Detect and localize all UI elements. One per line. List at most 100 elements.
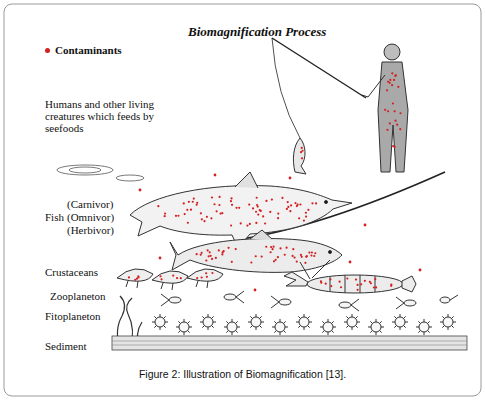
contaminant-dot <box>200 254 202 256</box>
contaminant-dot <box>399 112 401 114</box>
zooplankton <box>279 299 291 305</box>
phytoplankton <box>261 322 264 323</box>
contaminant-dot <box>218 249 220 251</box>
fishing-rod <box>272 38 366 138</box>
contaminant-dot <box>221 253 223 255</box>
contaminant-dot <box>183 202 185 204</box>
zooplankton <box>236 291 244 297</box>
contaminant-dot <box>246 225 248 227</box>
dolphin-figure <box>325 201 328 204</box>
contaminant-dot <box>235 207 237 209</box>
contaminant-dot <box>210 217 212 219</box>
contaminant-dot <box>128 276 130 278</box>
phytoplankton <box>212 326 214 328</box>
contaminant-dot <box>192 201 194 203</box>
contaminant-dot <box>340 286 342 288</box>
contaminant-dot <box>386 89 388 91</box>
phytoplankton <box>155 317 165 327</box>
phytoplankton <box>251 317 261 327</box>
phytoplankton <box>424 319 425 322</box>
contaminant-dot <box>157 205 159 207</box>
contaminant-dot <box>207 249 209 251</box>
contaminant-dot <box>209 251 211 253</box>
contaminant-dot <box>277 213 279 215</box>
phytoplankton <box>274 331 276 333</box>
fisherman-figure <box>362 44 408 172</box>
phytoplankton <box>208 314 209 317</box>
contaminant-dot <box>227 247 229 249</box>
zooplankton <box>339 302 351 308</box>
phytoplankton <box>274 321 276 323</box>
phytoplankton <box>176 327 179 328</box>
organism-label: Crustaceans <box>45 266 98 278</box>
contaminant-dot <box>397 86 399 88</box>
phytoplankton <box>440 322 443 323</box>
trophic-label: (Carnivor) <box>67 198 113 210</box>
phytoplankton <box>370 321 372 323</box>
phytoplankton <box>448 314 449 317</box>
phytoplankton <box>164 326 166 328</box>
phytoplankton <box>284 321 286 323</box>
phytoplankton <box>419 322 429 332</box>
zooplankton <box>396 297 404 303</box>
contaminant-dot <box>306 255 308 257</box>
contaminant-dot <box>208 255 210 257</box>
contaminant-dot <box>298 217 300 219</box>
contaminant-dot <box>240 222 242 224</box>
lobster-figure <box>284 260 416 293</box>
contaminant-dot <box>301 147 303 149</box>
phytoplankton <box>333 327 336 328</box>
contaminant-dot <box>256 197 258 199</box>
contaminant-dot <box>293 256 295 258</box>
phytoplankton <box>352 314 353 317</box>
phytoplankton <box>165 322 168 323</box>
contaminant-dot <box>373 286 375 288</box>
contaminant-dot <box>238 207 240 209</box>
dolphin-figure <box>130 172 352 248</box>
phytoplankton <box>322 331 324 333</box>
contaminant-dot <box>296 260 298 262</box>
trophic-label: (Omnivor) <box>67 211 114 223</box>
phytoplankton <box>376 332 377 335</box>
phytoplankton <box>184 319 185 322</box>
phytoplankton <box>164 316 166 318</box>
contaminant-dot <box>307 209 309 211</box>
contaminant-dot <box>203 220 205 222</box>
contaminant-dot <box>273 260 275 262</box>
contaminant-dot <box>210 255 212 257</box>
lobster-figure <box>284 272 308 286</box>
contaminant-dot <box>205 272 207 274</box>
phytoplankton <box>394 316 396 318</box>
phytoplankton <box>428 321 430 323</box>
phytoplankton <box>284 331 286 333</box>
contaminant-dot <box>374 278 376 280</box>
omnivore-fish <box>170 239 342 273</box>
phytoplankton <box>442 316 444 318</box>
phytoplankton <box>236 321 238 323</box>
contaminant-dot <box>289 177 292 180</box>
contaminant-dot <box>176 277 178 279</box>
zooplankton <box>161 291 458 311</box>
contaminant-dot <box>196 204 198 206</box>
phytoplankton <box>346 316 348 318</box>
phytoplankton <box>285 327 288 328</box>
phytoplankton <box>272 327 275 328</box>
contaminant-dot <box>211 258 213 260</box>
trophic-label: (Herbivor) <box>67 224 114 236</box>
contaminant-dot <box>177 215 179 217</box>
contaminant-dot <box>389 79 391 81</box>
phytoplankton <box>184 332 185 335</box>
contaminant-dot <box>265 200 267 202</box>
contaminant-dot <box>187 222 189 224</box>
phytoplankton <box>443 317 453 327</box>
phytoplankton <box>296 322 299 323</box>
lobster-figure <box>375 276 376 292</box>
contaminant-dot <box>196 253 198 255</box>
contaminant-dot <box>391 84 393 86</box>
zooplankton <box>271 302 279 308</box>
zooplankton <box>224 294 236 300</box>
contaminant-dot <box>399 128 401 130</box>
zooplankton <box>351 305 359 311</box>
phytoplankton <box>212 316 214 318</box>
